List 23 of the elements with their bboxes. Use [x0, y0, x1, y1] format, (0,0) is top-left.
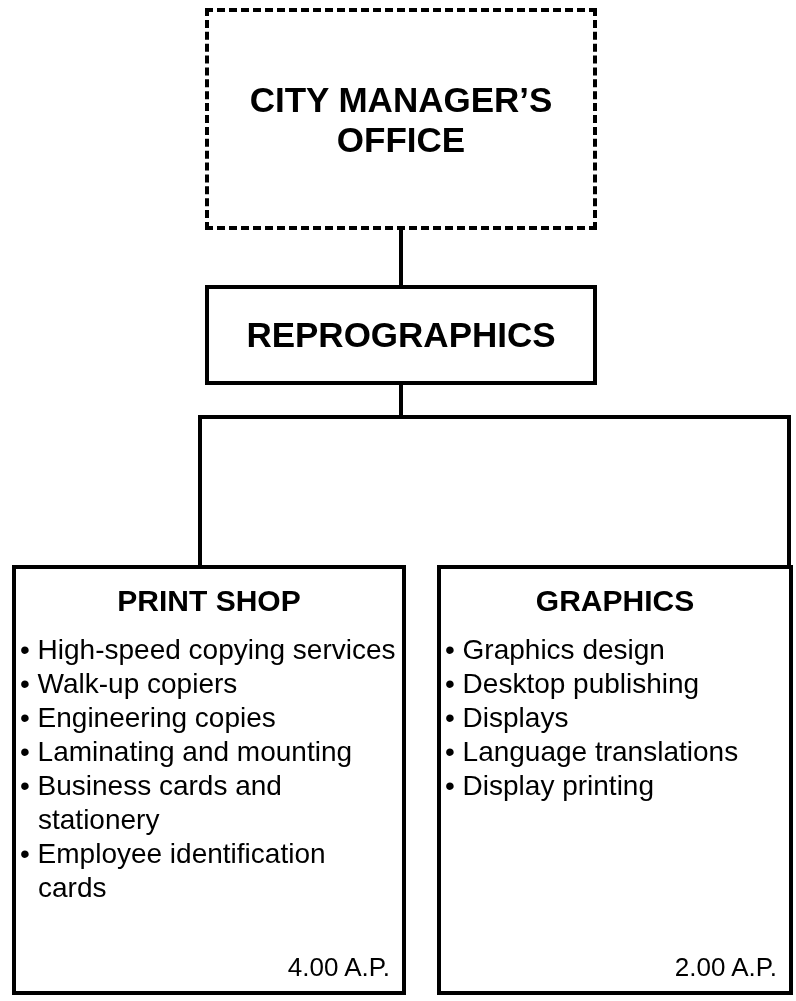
box-title: GRAPHICS [534, 583, 696, 619]
process-box [12, 565, 406, 995]
dashed-box [205, 8, 597, 230]
box-title: CITY MANAGER’S OFFICE [248, 80, 554, 160]
bullet-item: • Walk-up copiers [20, 667, 239, 701]
bullet-item: • Employee identification cards [20, 837, 327, 905]
bullet-item: • Desktop publishing [445, 667, 701, 701]
connector-line [399, 230, 403, 285]
staffing-note: 4.00 A.P. [287, 951, 390, 984]
connector-line [399, 385, 791, 565]
process-box [437, 565, 793, 995]
box-title: PRINT SHOP [116, 583, 302, 619]
bullet-item: • Laminating and mounting [20, 735, 354, 769]
bullet-item: • Language translations [445, 735, 740, 769]
bullet-item: • Graphics design [445, 633, 666, 667]
bullet-item: • High-speed copying services [20, 633, 396, 667]
process-box [205, 285, 597, 385]
bullet-item: • Engineering copies [20, 701, 277, 735]
box-title: REPROGRAPHICS [245, 315, 557, 355]
bullet-item: • Displays [445, 701, 570, 735]
bullet-item: • Business cards and stationery [20, 769, 283, 837]
bullet-item: • Display printing [445, 769, 655, 803]
staffing-note: 2.00 A.P. [674, 951, 777, 984]
